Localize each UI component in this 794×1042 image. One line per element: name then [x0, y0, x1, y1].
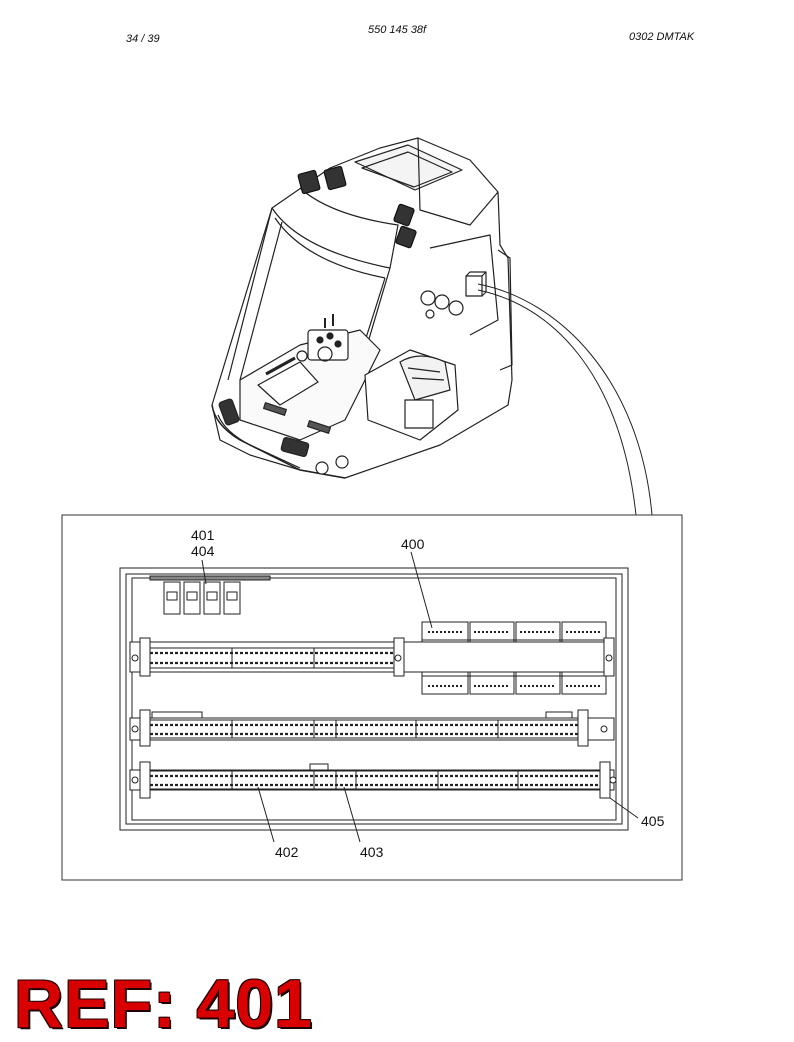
terminal-rail-top	[129, 637, 615, 677]
joystick-controls-icon	[296, 314, 349, 362]
truck-cabin-illustration	[211, 137, 513, 479]
callout-leaders	[201, 551, 639, 843]
callout-403: 403	[360, 844, 384, 860]
electrical-box-icon	[465, 275, 483, 297]
detail-frame	[61, 514, 683, 881]
revision-code: 0302 DMTAK	[629, 31, 695, 43]
page-number: 34 / 39	[126, 33, 160, 45]
terminal-rail-middle	[129, 709, 615, 747]
callout-400: 400	[401, 536, 425, 552]
reference-banner: REF: 401	[14, 966, 313, 1042]
work-lamp-icon	[297, 165, 417, 249]
electrical-cabinet	[119, 567, 629, 831]
callout-405: 405	[641, 813, 665, 829]
callout-401: 401	[191, 527, 215, 543]
callout-404: 404	[191, 543, 215, 559]
callout-402: 402	[275, 844, 299, 860]
fuse-holder-modules	[149, 575, 271, 615]
terminal-rail-bottom	[129, 761, 617, 799]
document-number: 550 145 38f	[368, 24, 427, 36]
detail-leader-line	[477, 283, 653, 516]
